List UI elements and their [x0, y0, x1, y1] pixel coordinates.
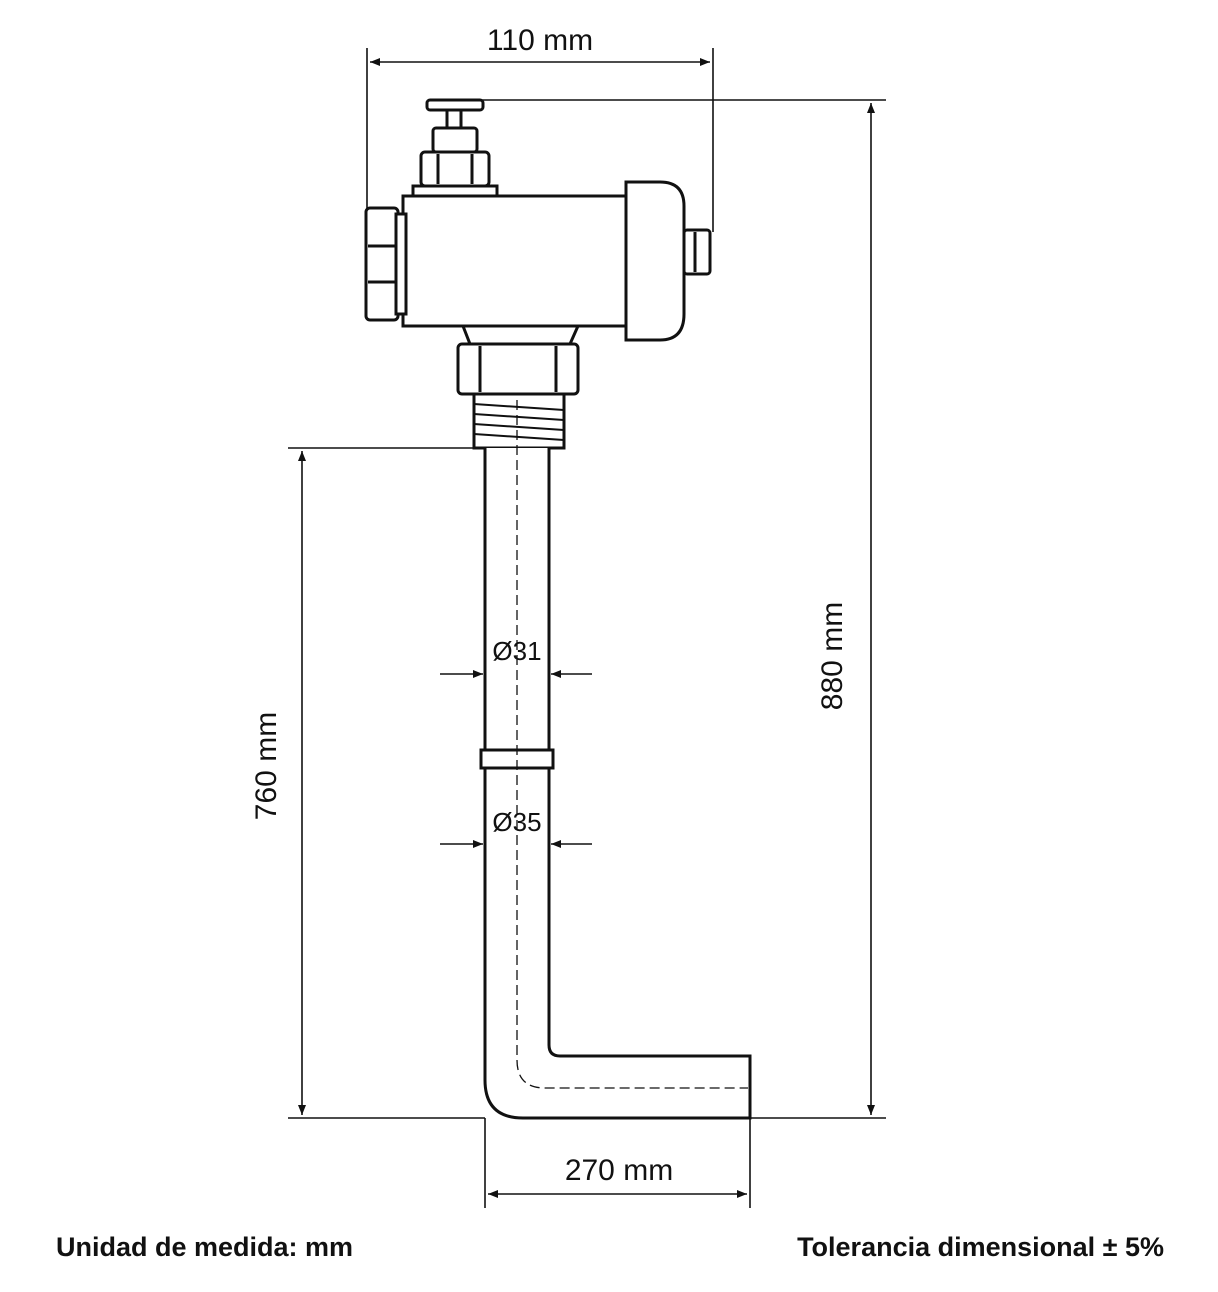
end-cap	[624, 180, 686, 342]
dimension-lines	[288, 48, 886, 1208]
inlet-hex-nut	[364, 206, 400, 322]
upper-hex-nut	[419, 150, 491, 188]
dim-top-width-label: 110 mm	[487, 24, 593, 57]
pipe-outline	[483, 448, 752, 1120]
dim-pipe-height-label: 760 mm	[250, 712, 283, 820]
side-pin	[682, 228, 712, 276]
flush-pipe	[479, 400, 752, 1120]
unit-note: Unidad de medida: mm	[56, 1232, 354, 1262]
tolerance-note: Tolerancia dimensional ± 5%	[797, 1232, 1164, 1262]
dim-total-height-label: 880 mm	[816, 602, 849, 710]
valve-body	[401, 194, 642, 328]
technical-drawing: 110 mm 880 mm 760 mm 270 mm Ø31 Ø35	[250, 24, 886, 1208]
dim-lower-diameter-label: Ø35	[492, 807, 541, 837]
lower-hex-nut	[456, 342, 580, 396]
flush-valve	[364, 98, 712, 450]
dim-bottom-width-label: 270 mm	[565, 1154, 673, 1187]
pipe-centerline	[516, 400, 748, 1089]
dim-upper-diameter-label: Ø31	[492, 636, 541, 666]
